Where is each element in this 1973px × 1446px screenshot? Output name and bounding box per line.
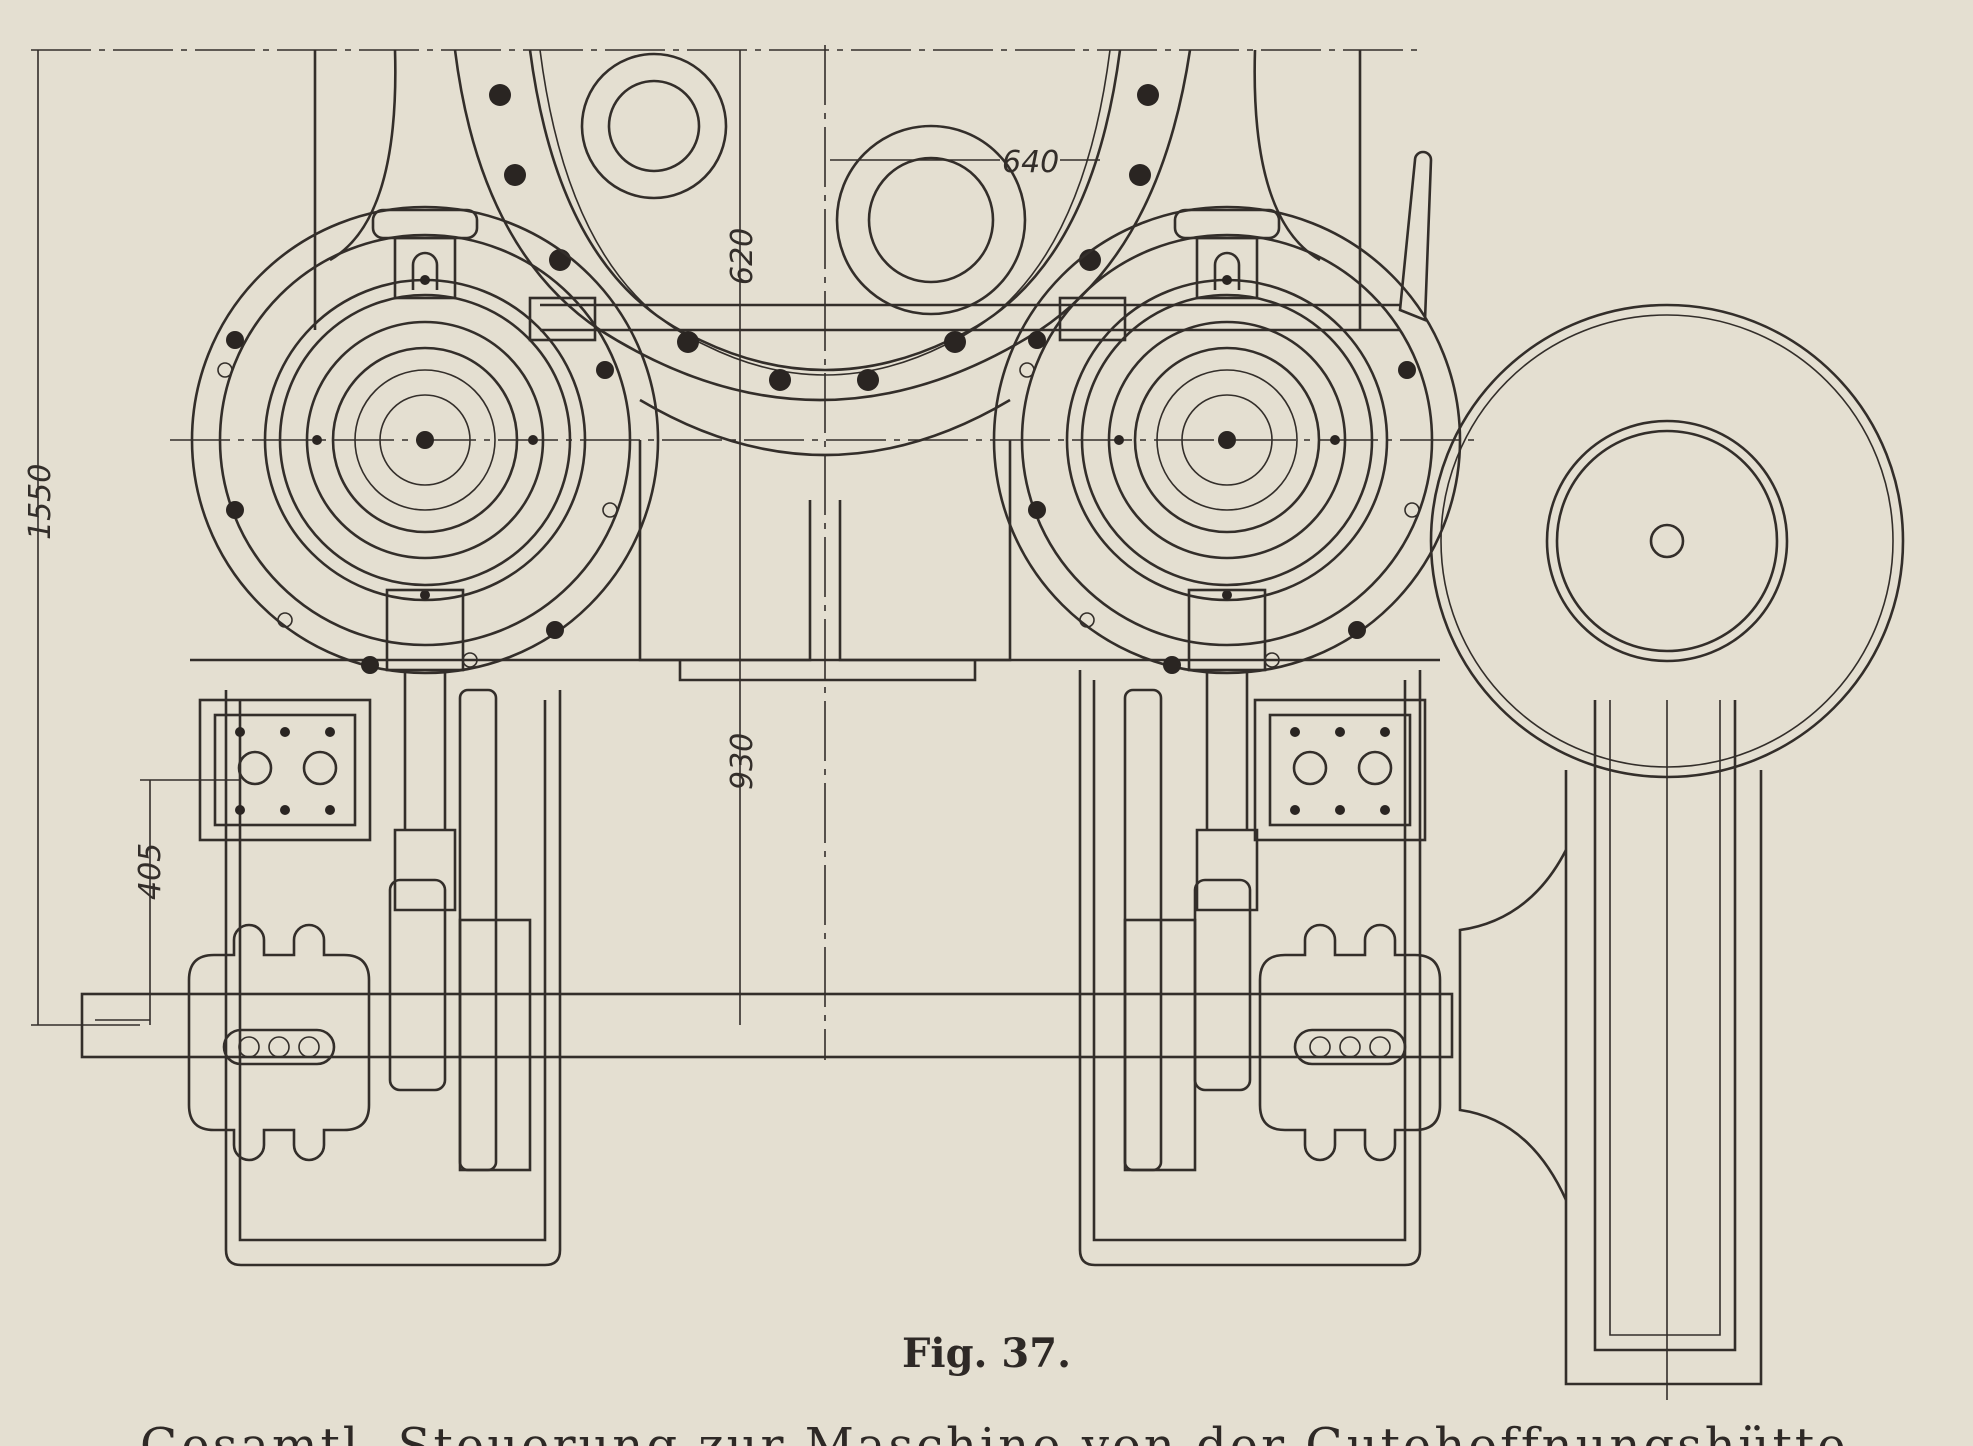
right-bearing	[1258, 923, 1442, 1162]
dimension-label-620: 620	[725, 228, 760, 285]
lower-housings	[198, 670, 1427, 1267]
dimension-label-405: 405	[133, 843, 168, 900]
dimension-label-1550: 1550	[23, 464, 58, 540]
dimension-label-930: 930	[725, 733, 760, 790]
engine-frame	[190, 49, 1440, 682]
dimension-lines	[31, 45, 1480, 1060]
left-valve-cylinder	[190, 205, 660, 912]
crankshaft	[80, 992, 1454, 1059]
figure-caption: Fig. 37.	[901, 1330, 1071, 1377]
body-text-line: Gesamtl. Steuerung zur Maschine von der …	[140, 1418, 1849, 1446]
flywheel-pulley	[1429, 303, 1905, 1400]
left-bearing	[187, 923, 371, 1162]
dimension-label-640: 640	[1002, 145, 1059, 180]
